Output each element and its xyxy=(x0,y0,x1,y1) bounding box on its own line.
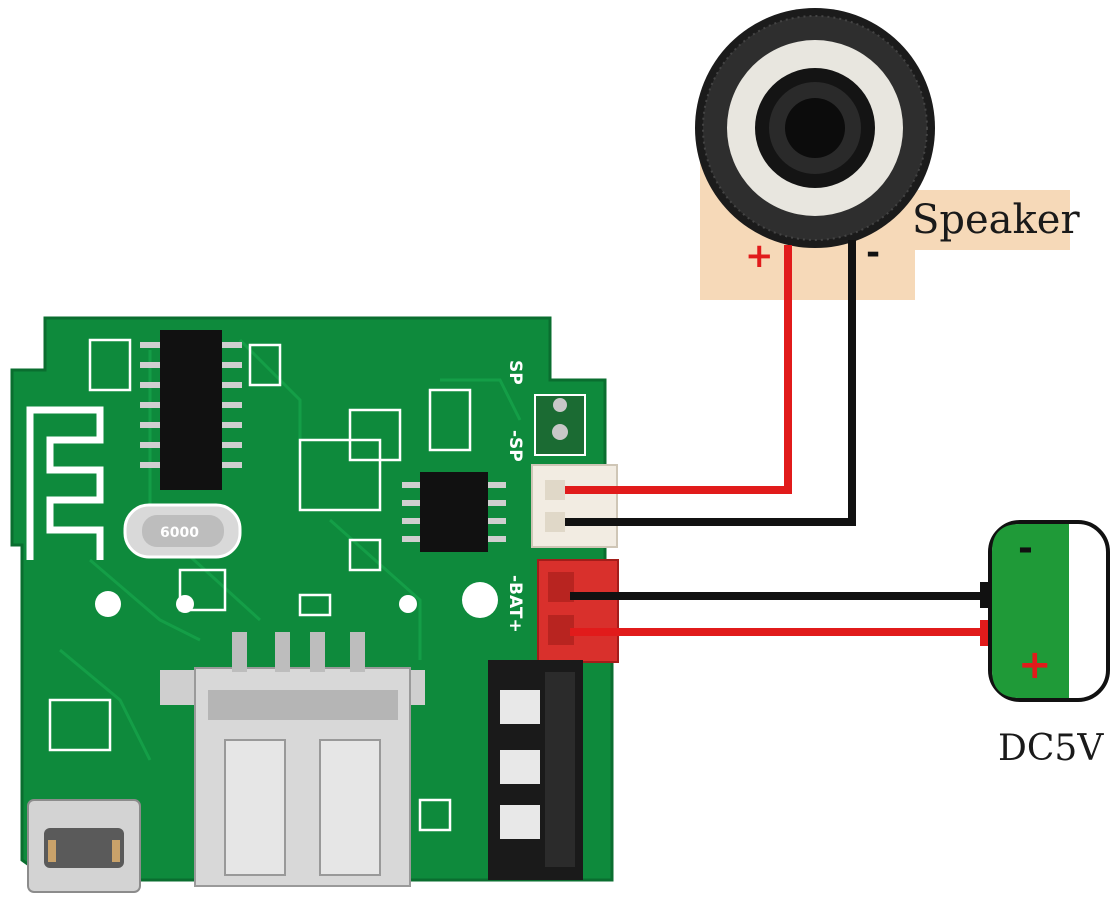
mounting-hole xyxy=(95,591,121,617)
crystal-marking: 6000 xyxy=(160,525,199,541)
battery-connector xyxy=(537,559,619,663)
speaker-plus-sign: + xyxy=(745,236,774,276)
speaker-minus-sign: - xyxy=(866,233,880,273)
speaker-connector xyxy=(531,464,618,548)
main-ic-chip xyxy=(160,330,222,490)
battery-wires xyxy=(570,592,985,636)
antenna-trace xyxy=(26,406,104,560)
pcb-bat-label: -BAT+ xyxy=(505,575,525,633)
speaker-label: Speaker xyxy=(912,197,1080,243)
pcb-sp-label: SP xyxy=(505,360,525,385)
mounting-hole xyxy=(176,595,194,613)
speaker-red-wire xyxy=(565,245,792,494)
audio-jack xyxy=(488,660,583,880)
pcb-sp-minus-label: -SP xyxy=(505,430,525,462)
usb-a-port xyxy=(160,632,425,887)
mounting-hole xyxy=(462,582,498,618)
amplifier-ic-chip xyxy=(420,472,488,552)
pcb-board: 6000 SP -SP -BAT+ xyxy=(10,316,614,882)
speaker xyxy=(695,8,935,248)
speaker-black-wire xyxy=(565,240,856,526)
speaker-wires xyxy=(565,240,856,526)
mounting-hole xyxy=(399,595,417,613)
power-label: DC5V xyxy=(998,728,1104,769)
micro-usb-port xyxy=(27,799,141,893)
battery: - + xyxy=(980,520,1110,702)
battery-minus-sign: - xyxy=(1018,528,1033,569)
battery-plus-sign: + xyxy=(1018,642,1052,688)
